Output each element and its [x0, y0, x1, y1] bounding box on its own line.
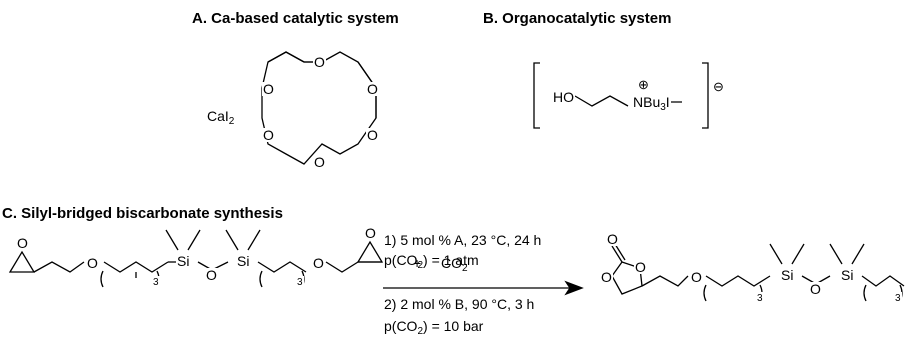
crown-oxygen-5: O	[262, 127, 275, 143]
pressure-1-suffix: ) = 1 atm	[423, 252, 479, 268]
silicon-atom-1: Si	[176, 253, 191, 269]
carbonate-ring-left	[611, 261, 643, 295]
nbu-text: NBu	[633, 94, 661, 110]
epoxide-ring-left	[8, 250, 36, 273]
product-ether-oxygen-1: O	[690, 269, 703, 285]
pressure-2-suffix: ) = 10 bar	[423, 318, 484, 334]
pressure-2-subscript: 2	[417, 326, 424, 337]
epoxide-oxygen-right: O	[364, 225, 377, 241]
crown-oxygen-6: O	[262, 81, 275, 97]
iodide-text: I	[665, 94, 670, 110]
reagent-subscript: 2	[228, 116, 235, 127]
calcium-iodide-label: CaI2	[206, 108, 236, 129]
chain-subscript-2: 3	[296, 276, 304, 290]
epoxide-oxygen-left: O	[16, 235, 29, 251]
carbonate-ring-oxygen-left-1: O	[600, 269, 613, 285]
condition-step-2: 2) 2 mol % B, 90 °C, 3 h	[384, 296, 535, 312]
crown-oxygen-3: O	[366, 127, 379, 143]
carbonate-carbonyl-oxygen-left: O	[606, 231, 619, 247]
ammonium-plus-charge: ⊕	[637, 77, 650, 92]
pressure-1-subscript: 2	[417, 260, 424, 271]
carbonate-ring-oxygen-left-2: O	[634, 259, 647, 275]
ether-oxygen-1: O	[86, 255, 99, 271]
product-silicon-atom-2: Si	[840, 267, 855, 283]
product-silicon-atom-1: Si	[780, 267, 795, 283]
product-chain-subscript-2: 3	[894, 292, 902, 306]
ether-oxygen-2: O	[312, 255, 325, 271]
hydroxy-label: HO	[552, 89, 575, 105]
tributylammonium-label: NBu3I	[632, 95, 671, 115]
plus-sign: +	[412, 255, 423, 271]
crown-oxygen-2: O	[366, 81, 379, 97]
condition-step-1: 1) 5 mol % A, 23 °C, 24 h	[384, 232, 542, 248]
reaction-arrow-head	[564, 280, 584, 296]
epoxide-ring-right	[356, 240, 384, 263]
siloxane-oxygen: O	[205, 267, 218, 283]
hydroxyethyl-chain	[574, 95, 629, 107]
left-bracket	[533, 62, 540, 129]
co2-subscript: 2	[462, 263, 468, 274]
silicon-atom-2: Si	[236, 253, 251, 269]
anion-minus-charge: ⊖	[712, 79, 725, 94]
reagent-text: CaI	[207, 108, 229, 124]
panel-b-title: B. Organocatalytic system	[483, 10, 672, 27]
crown-oxygen-1: O	[313, 54, 326, 70]
panel-c-title: C. Silyl-bridged biscarbonate synthesis	[2, 205, 283, 222]
co2-text: CO	[441, 255, 462, 271]
carbon-dioxide-label: CO2	[440, 256, 469, 276]
chain-subscript-1: 3	[152, 276, 160, 290]
condition-pressure-2: p(CO2) = 10 bar	[384, 318, 483, 337]
crown-oxygen-4: O	[313, 154, 326, 170]
panel-a-title: A. Ca-based catalytic system	[192, 10, 399, 27]
pressure-1-prefix: p(CO	[384, 252, 418, 268]
right-bracket	[702, 62, 709, 129]
product-chain-subscript-1: 3	[756, 292, 764, 306]
nbu-subscript: 3	[660, 102, 666, 113]
product-siloxane-oxygen: O	[809, 281, 822, 297]
condition-pressure-1: p(CO2) = 1 atm	[384, 252, 479, 271]
pressure-2-prefix: p(CO	[384, 318, 418, 334]
